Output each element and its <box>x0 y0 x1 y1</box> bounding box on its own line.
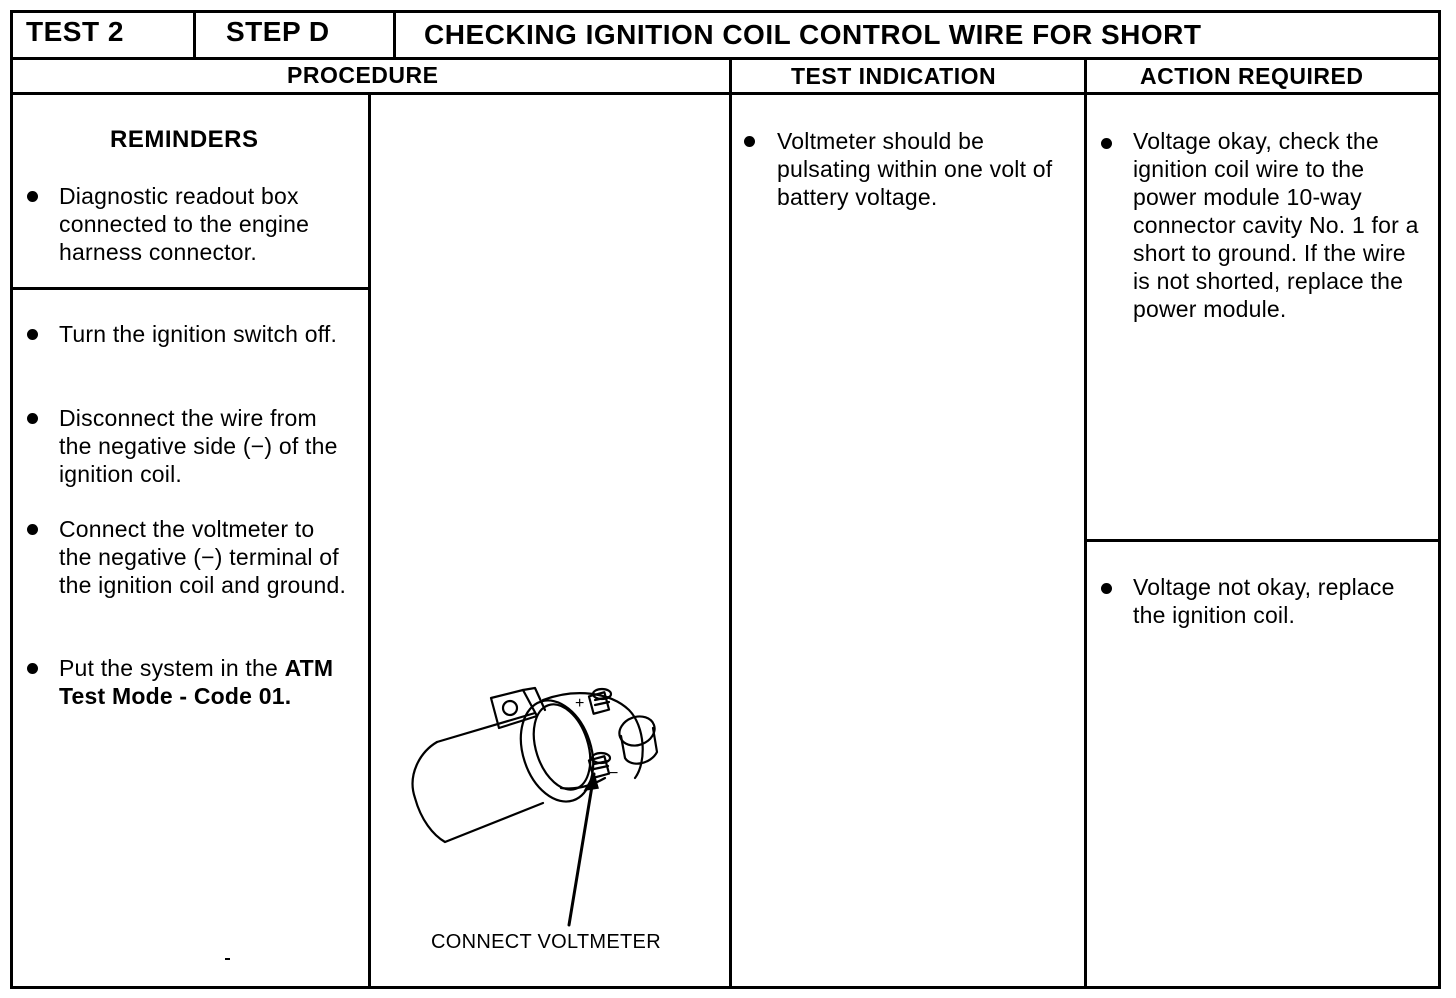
bullet-icon <box>27 524 38 535</box>
bullet-icon <box>27 663 38 674</box>
procedure-step-3: Connect the voltmeter to the negative (−… <box>59 516 347 598</box>
test-indication-item: Voltmeter should be pulsating within one… <box>777 128 1053 210</box>
column-header-action-required: ACTION REQUIRED <box>1140 63 1364 89</box>
stray-mark <box>225 958 230 960</box>
page-title: CHECKING IGNITION COIL CONTROL WIRE FOR … <box>424 19 1202 50</box>
reminders-title: REMINDERS <box>110 126 259 153</box>
header-divider-test <box>193 10 196 59</box>
bullet-icon <box>1101 583 1112 594</box>
reminders-divider <box>10 287 370 290</box>
illustration-caption: CONNECT VOLTMETER <box>431 931 661 953</box>
column-header-divider <box>10 92 1441 95</box>
action-divider <box>1086 539 1441 542</box>
negative-terminal-label: − <box>609 765 618 782</box>
positive-terminal-label: + <box>575 695 584 712</box>
procedure-step-1: Turn the ignition switch off. <box>59 321 338 347</box>
column-divider-indication <box>1084 57 1087 989</box>
procedure-step-2: Disconnect the wire from the negative si… <box>59 405 338 487</box>
column-header-procedure: PROCEDURE <box>287 62 439 88</box>
column-header-test-indication: TEST INDICATION <box>791 63 997 89</box>
header-divider-step <box>393 10 396 59</box>
action-voltage-not-okay: Voltage not okay, replace the ignition c… <box>1133 574 1395 628</box>
test-number: TEST 2 <box>26 16 124 47</box>
bullet-icon <box>27 191 38 202</box>
step-label: STEP D <box>226 16 330 47</box>
bullet-icon <box>744 136 755 147</box>
procedure-table <box>10 10 1441 989</box>
column-divider-procedure <box>729 57 732 989</box>
bullet-icon <box>27 329 38 340</box>
header-divider <box>10 57 1441 60</box>
ignition-coil-illustration: + − <box>411 686 659 927</box>
atm-test-mode-code: ATM Test Mode - Code 01. <box>59 655 334 709</box>
procedure-step-4: Put the system in the ATM Test Mode - Co… <box>59 654 359 710</box>
reminder-item: Diagnostic readout box connected to the … <box>59 183 310 265</box>
bullet-icon <box>27 413 38 424</box>
action-voltage-okay: Voltage okay, check the ignition coil wi… <box>1133 128 1419 322</box>
procedure-inner-divider <box>368 92 371 989</box>
bullet-icon <box>1101 138 1112 149</box>
procedure-step-4-text: Put the system in the <box>59 655 278 681</box>
